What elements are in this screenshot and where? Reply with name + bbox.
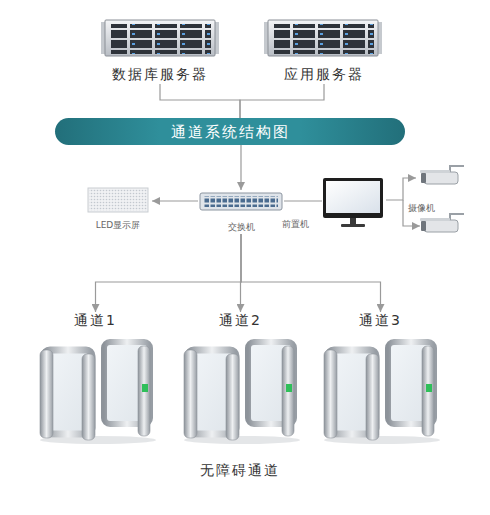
- front-end-pc-node: 前置机: [322, 176, 386, 230]
- node-label: 通道3: [318, 312, 443, 330]
- title-band: 通道系统结构图: [55, 118, 405, 145]
- switch-ports: [204, 196, 278, 207]
- node-label: 通道系统结构图: [55, 123, 405, 142]
- application-server-image: [264, 20, 382, 56]
- monitor-base: [341, 224, 365, 227]
- caption-label: 无障碍通道: [140, 462, 340, 480]
- channel-node: 通道3: [318, 312, 443, 447]
- switch-image: [200, 193, 282, 210]
- connector-line: [240, 84, 324, 118]
- channel-node: 通道1: [33, 312, 158, 447]
- connector-line: [96, 234, 242, 312]
- gate-image: [324, 342, 440, 444]
- monitor-frame: [323, 178, 383, 218]
- node-label: 应用服务器: [264, 66, 384, 84]
- monitor-stand: [350, 218, 356, 224]
- node-label: 通道2: [178, 312, 303, 330]
- connector-line: [241, 234, 381, 312]
- camera-image: [420, 214, 464, 232]
- node-label: 交换机: [198, 221, 284, 234]
- led-display-node: LED显示屏: [84, 186, 152, 232]
- channel-node: 通道2: [178, 312, 303, 447]
- connector-line: [284, 200, 322, 201]
- led-dots: [89, 189, 147, 211]
- camera-node: 摄像机: [416, 164, 466, 192]
- node-label: 通道1: [33, 312, 158, 330]
- switch-node: 交换机: [198, 190, 284, 234]
- node-label: 前置机: [282, 218, 309, 231]
- camera-image: [420, 166, 464, 184]
- monitor-screen: [326, 181, 380, 213]
- connector-line: [386, 178, 416, 200]
- node-label: 摄像机: [408, 202, 435, 215]
- connector-line: [160, 84, 240, 118]
- gate-image: [184, 342, 300, 444]
- database-server-image: [101, 20, 219, 56]
- node-label: 数据库服务器: [100, 66, 220, 84]
- server-node: 数据库服务器: [100, 18, 220, 84]
- gate-image: [40, 342, 156, 444]
- server-node: 应用服务器: [264, 18, 384, 84]
- node-label: LED显示屏: [84, 219, 152, 232]
- led-screen-image: [88, 188, 148, 212]
- connector-line: [240, 145, 241, 190]
- connector-line: [152, 200, 198, 201]
